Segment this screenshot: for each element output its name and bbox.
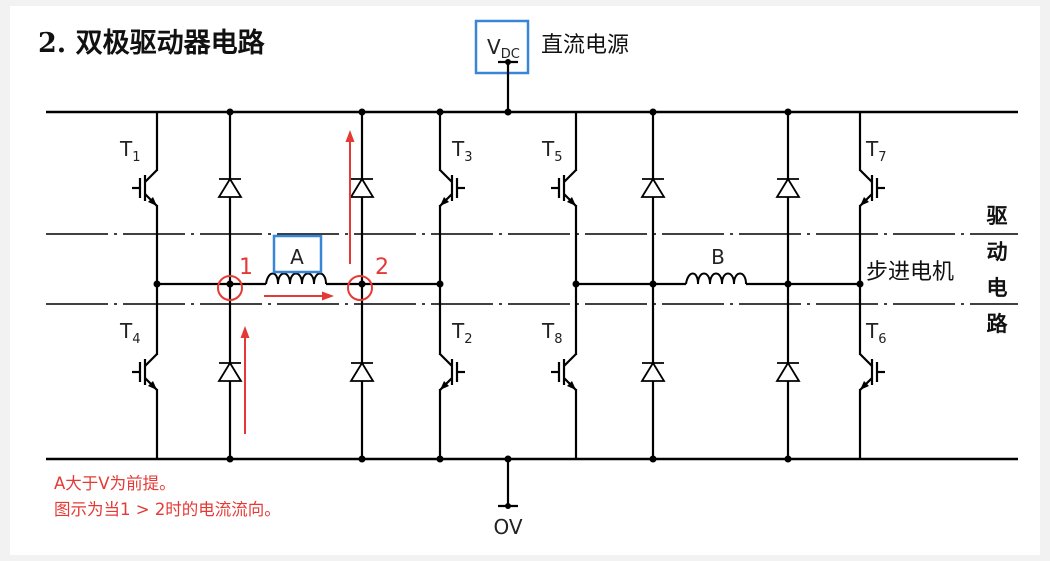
transistor-t7 — [857, 169, 885, 207]
transistor-label-t1: T1 — [119, 137, 141, 165]
page-title: 2. 双极驱动器电路 — [38, 27, 266, 59]
diode-d5 — [218, 362, 242, 382]
side-label-char-3: 电 — [987, 276, 1008, 300]
point-1-label: 1 — [239, 255, 253, 280]
transistor-label-t5: T5 — [541, 137, 563, 165]
diode-d4 — [776, 178, 800, 198]
coil-a-label: A — [290, 245, 304, 269]
diode-d3 — [641, 178, 665, 198]
transistor-group — [132, 169, 885, 391]
motor-label: 步进电机 — [866, 260, 954, 285]
transistor-t8 — [551, 353, 579, 391]
coil-b-label: B — [711, 245, 725, 269]
note-line-2: 图示为当1 > 2时的电流流向。 — [54, 500, 281, 519]
transistor-label-t2: T2 — [451, 319, 473, 347]
note-line-1: A大于V为前提。 — [54, 474, 176, 493]
coil-a — [265, 272, 327, 285]
transistor-t2 — [437, 353, 465, 391]
transistor-label-t7: T7 — [865, 137, 887, 165]
transistor-t1 — [132, 169, 160, 207]
transistor-t5 — [551, 169, 579, 207]
transistor-t3 — [437, 169, 465, 207]
diode-d1 — [218, 178, 242, 198]
ground-node — [505, 503, 511, 509]
vdc-label: 直流电源 — [541, 33, 629, 58]
point-2-marker — [347, 275, 373, 301]
vdc-node — [505, 59, 511, 65]
bipolar-driver-circuit: 2. 双极驱动器电路 VDC 直流电源 OV A B — [38, 19, 1018, 539]
diode-d2 — [350, 178, 374, 198]
junction-dots — [153, 108, 864, 463]
transistor-label-t6: T6 — [865, 319, 887, 347]
side-label-char-2: 动 — [987, 240, 1008, 264]
coil-b — [685, 272, 747, 285]
coil-a-highlight-box — [272, 234, 323, 274]
diagram-card: 2. 双极驱动器电路 VDC 直流电源 OV A B — [10, 6, 1040, 555]
point-2-label: 2 — [375, 255, 389, 280]
current-arrow-up-right — [345, 130, 355, 264]
vdc-symbol: VDC — [487, 35, 520, 62]
diode-d8 — [776, 362, 800, 382]
side-label-char-1: 驱 — [987, 204, 1008, 228]
current-arrow-up-left — [240, 326, 250, 434]
diode-d7 — [641, 362, 665, 382]
current-arrow-right — [264, 291, 334, 301]
transistor-t4 — [132, 353, 160, 391]
transistor-label-t8: T8 — [541, 319, 563, 347]
vdc-highlight-box — [474, 19, 530, 75]
ground-label: OV — [493, 515, 522, 539]
transistor-t6 — [857, 353, 885, 391]
diode-d6 — [350, 362, 374, 382]
transistor-label-t4: T4 — [119, 319, 141, 347]
side-label-char-4: 路 — [987, 312, 1009, 336]
point-1-marker — [217, 275, 243, 301]
transistor-label-t3: T3 — [451, 137, 473, 165]
